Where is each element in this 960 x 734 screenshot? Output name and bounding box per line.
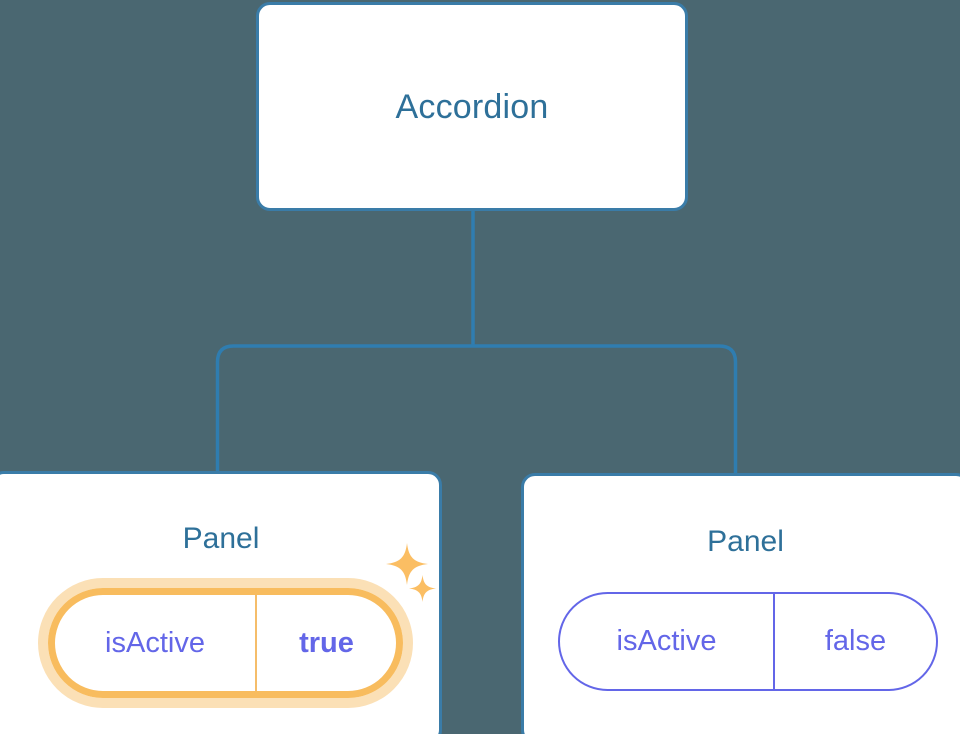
prop-pill-active-wrapper: isActive true	[38, 578, 413, 708]
node-accordion-title: Accordion	[395, 87, 549, 126]
node-accordion[interactable]: Accordion	[256, 2, 688, 211]
connector-branch-bar	[215, 344, 738, 474]
node-panel-active-title: Panel	[182, 522, 260, 555]
prop-key-isactive: isActive	[560, 594, 775, 689]
highlight-glow-ring	[38, 578, 413, 708]
node-panel-active[interactable]: Panel isActive true	[0, 471, 442, 734]
prop-value-false: false	[824, 625, 887, 657]
sparkle-icon	[386, 543, 428, 585]
prop-pill-isactive-true[interactable]: isActive true	[48, 588, 403, 698]
prop-key-isactive: isActive	[55, 595, 257, 691]
sparkle-icon	[409, 575, 436, 602]
prop-pill-isactive-false[interactable]: isActive false	[558, 592, 938, 691]
prop-value-true: true	[299, 626, 354, 659]
node-panel-inactive-title: Panel	[707, 525, 784, 558]
node-panel-inactive[interactable]: Panel isActive false	[521, 473, 960, 734]
